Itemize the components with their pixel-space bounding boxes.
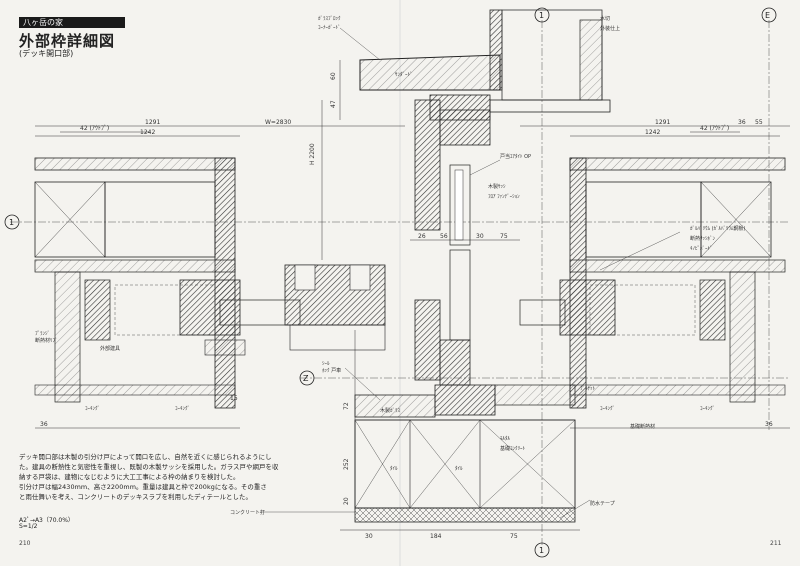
grid-bubble-1-left: 1 <box>4 214 20 230</box>
scale-ratio: S=1/2 <box>19 523 38 530</box>
svg-text:252: 252 <box>343 458 350 470</box>
svg-text:ｺｰｷﾝｸﾞ: ｺｰｷﾝｸﾞ <box>600 405 615 412</box>
description: デッキ開口部は木製の引分け戸によって開口を広し、自然を近くに感じられるようにし … <box>19 452 319 502</box>
grid-bubble-z: Z <box>299 370 315 386</box>
description-line: 納する戸袋は、建物になじむように大工工事による枠の納まりを検討した。 <box>19 473 240 481</box>
project-tag: 八ヶ岳の家 <box>19 17 125 28</box>
svg-text:55: 55 <box>755 119 763 126</box>
description-line: た。建具の断熱性と気密性を重視し、既製の木製サッシを採用した。ガラス戸や網戸を収 <box>19 463 279 471</box>
page-number-right: 211 <box>770 540 782 547</box>
svg-text:断熱材ﾘﾌﾞ: 断熱材ﾘﾌﾞ <box>35 337 58 344</box>
description-line: デッキ開口部は木製の引分け戸によって開口を広し、自然を近くに感じられるようにし <box>19 453 272 461</box>
svg-text:防水テープ: 防水テープ <box>590 500 615 507</box>
grid-bubble-1: 1 <box>534 7 550 23</box>
svg-text:コンクリート打: コンクリート打 <box>230 509 265 516</box>
left-jamb <box>179 264 386 351</box>
svg-text:184: 184 <box>430 533 442 540</box>
svg-text:Z: Z <box>303 374 309 383</box>
svg-text:42 (ｱｳﾄﾌﾞ): 42 (ｱｳﾄﾌﾞ) <box>700 125 729 132</box>
grid-bubble-e: E <box>761 7 777 23</box>
svg-text:1242: 1242 <box>645 129 660 136</box>
svg-text:56: 56 <box>440 233 448 240</box>
top-dimensions <box>35 125 790 137</box>
left-deck <box>34 157 246 409</box>
svg-text:1242: 1242 <box>140 129 155 136</box>
svg-text:断熱ｻｯｼﾎﾞﾝ: 断熱ｻｯｼﾎﾞﾝ <box>690 235 716 242</box>
svg-text:42 (ｱｳﾄﾌﾞ): 42 (ｱｳﾄﾌﾞ) <box>80 125 109 132</box>
description-line: 引分け戸は幅2430mm、高さ2200mm。重量は建具と枠で200kgになる。そ… <box>19 483 267 491</box>
svg-text:1: 1 <box>539 11 544 20</box>
svg-text:ﾌﾞﾗｹｯﾄ: ﾌﾞﾗｹｯﾄ <box>580 385 596 392</box>
sill-foundation <box>340 384 580 531</box>
grid-lines <box>10 20 790 545</box>
leader-lines <box>260 27 681 519</box>
svg-text:30: 30 <box>365 533 373 540</box>
svg-text:75: 75 <box>510 533 518 540</box>
svg-text:30: 30 <box>476 233 484 240</box>
svg-text:ｺｰｷﾝｸﾞ: ｺｰｷﾝｸﾞ <box>175 405 190 412</box>
svg-text:ｺｰﾅｰｶﾞｰﾄﾞ: ｺｰﾅｰｶﾞｰﾄﾞ <box>318 24 341 31</box>
svg-text:1: 1 <box>9 218 14 227</box>
svg-text:ﾓﾙﾀﾙ: ﾓﾙﾀﾙ <box>500 436 511 442</box>
svg-text:ﾀｲﾙ: ﾀｲﾙ <box>390 466 398 472</box>
svg-text:1291: 1291 <box>655 119 670 126</box>
svg-text:ｶﾞﾙﾊﾞﾘｳﾑ (ｶﾞﾙﾊﾞﾘｳﾑ鋼板): ｶﾞﾙﾊﾞﾘｳﾑ (ｶﾞﾙﾊﾞﾘｳﾑ鋼板) <box>690 225 746 232</box>
svg-text:H 2200: H 2200 <box>309 143 316 165</box>
page-subtitle: (デッキ開口部) <box>19 49 74 58</box>
svg-text:20: 20 <box>343 497 350 505</box>
svg-text:ﾎｯｸ 戸車: ﾎｯｸ 戸車 <box>322 367 341 374</box>
svg-text:木製ｶﾞﾗｽ: 木製ｶﾞﾗｽ <box>380 407 401 414</box>
svg-text:木製ｻｯｼ: 木製ｻｯｼ <box>488 183 506 190</box>
svg-text:ｷﾉﾋﾟﾎﾞｰﾄﾞ: ｷﾉﾋﾟﾎﾞｰﾄﾞ <box>690 245 713 252</box>
svg-text:72: 72 <box>343 402 350 410</box>
svg-text:W=2830: W=2830 <box>265 119 291 126</box>
svg-text:26: 26 <box>418 233 426 240</box>
svg-text:ｻﾝﾀﾞｰﾄﾞ: ｻﾝﾀﾞｰﾄﾞ <box>395 71 413 78</box>
svg-text:ﾌﾛｱ ﾌｧﾝﾃﾞｰｼｮﾝ: ﾌﾛｱ ﾌｧﾝﾃﾞｰｼｮﾝ <box>488 193 520 200</box>
svg-text:E: E <box>765 11 770 20</box>
svg-text:ｼｰﾙ: ｼｰﾙ <box>322 361 330 367</box>
svg-text:1291: 1291 <box>145 119 160 126</box>
scale-paper: A2ﾟ→A3（70.0%） <box>19 517 74 524</box>
svg-text:ｶﾞﾗｽﾌﾞﾛｯｸ: ｶﾞﾗｽﾌﾞﾛｯｸ <box>318 15 341 22</box>
svg-text:外部建具: 外部建具 <box>100 345 120 352</box>
svg-text:47: 47 <box>330 100 337 108</box>
svg-text:36: 36 <box>738 119 746 126</box>
svg-text:60: 60 <box>330 72 337 80</box>
grid-bubble-1-bottom: 1 <box>534 542 550 558</box>
svg-text:基礎ｺﾝｸﾘｰﾄ: 基礎ｺﾝｸﾘｰﾄ <box>500 445 526 452</box>
page-title: 外部枠詳細図 <box>19 32 116 50</box>
right-deck <box>519 157 786 409</box>
svg-text:36: 36 <box>765 421 773 428</box>
svg-text:戸当ｴｱﾀｲﾄ OP: 戸当ｴｱﾀｲﾄ OP <box>500 153 531 160</box>
svg-text:1: 1 <box>539 546 544 555</box>
svg-text:ﾌﾟﾗﾝｼﾞ: ﾌﾟﾗﾝｼﾞ <box>35 330 50 337</box>
svg-text:15: 15 <box>230 395 238 402</box>
svg-text:ﾀｲﾙ: ﾀｲﾙ <box>455 466 463 472</box>
center-sash <box>410 99 520 386</box>
head-section <box>359 9 611 121</box>
description-line: と雨仕舞いを考え、コンクリートのデッキスラブを利用したディテールとした。 <box>19 493 253 501</box>
svg-text:基礎断熱材: 基礎断熱材 <box>630 423 655 430</box>
svg-text:ｺｰｷﾝｸﾞ: ｺｰｷﾝｸﾞ <box>700 405 715 412</box>
page-number-left: 210 <box>19 540 31 547</box>
svg-text:36: 36 <box>40 421 48 428</box>
svg-text:75: 75 <box>500 233 508 240</box>
svg-text:水切: 水切 <box>600 15 610 22</box>
svg-text:外装仕上: 外装仕上 <box>600 25 620 32</box>
svg-text:ｺｰｷﾝｸﾞ: ｺｰｷﾝｸﾞ <box>85 405 100 412</box>
